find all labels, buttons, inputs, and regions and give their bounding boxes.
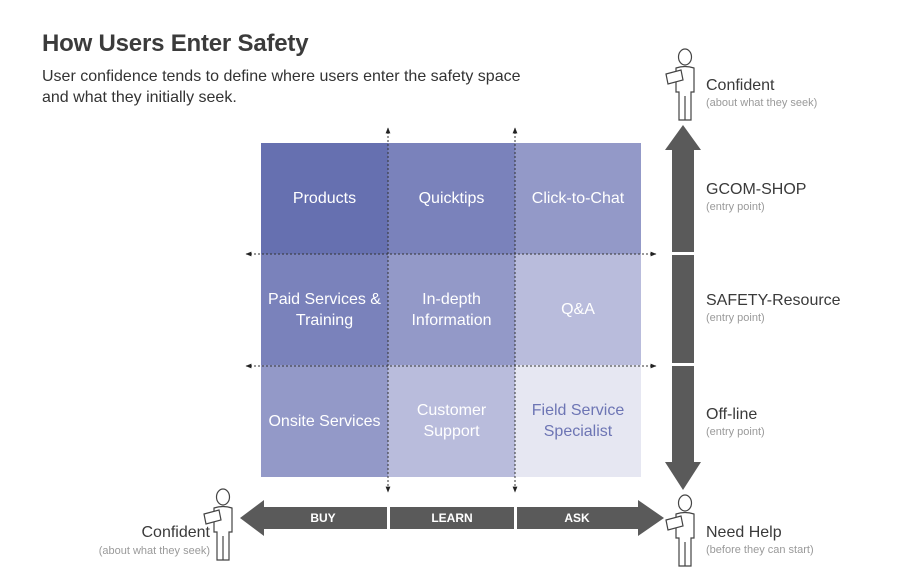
axis-segment-offline xyxy=(672,366,694,464)
axis-segment-ask xyxy=(517,507,639,529)
matrix-cell-label: In-depth Information xyxy=(411,290,492,329)
axis-label-ask: ASK xyxy=(564,511,590,525)
arrow-right-head xyxy=(638,500,664,536)
axis-label-learn: LEARN xyxy=(431,511,472,525)
entry-sublabel-gcom: (entry point) xyxy=(706,201,765,213)
axis-segment-learn xyxy=(390,507,514,529)
matrix-cell: In-depth Information xyxy=(388,254,515,365)
arrow-down-head xyxy=(665,462,701,490)
left-end-sublabel: (about what they seek) xyxy=(98,545,210,557)
matrix-cell: Click-to-Chat xyxy=(515,143,641,254)
entry-label-safety: SAFETY-Resource xyxy=(706,292,841,309)
matrix-cell-label: Onsite Services xyxy=(268,412,381,430)
matrix-cell: Q&A xyxy=(515,254,641,365)
matrix-cell-label: Field Service Specialist xyxy=(531,402,625,440)
page-subtitle: User confidence tends to define where us… xyxy=(42,68,521,106)
left-end-label: Confident xyxy=(141,524,211,541)
entry-sublabel-offline: (entry point) xyxy=(706,426,765,438)
user-with-laptop-icon xyxy=(665,48,695,121)
matrix-cell: Field Service Specialist xyxy=(515,365,641,477)
page-title: How Users Enter Safety xyxy=(42,30,309,57)
matrix-cell-label: Click-to-Chat xyxy=(531,190,625,207)
arrow-up-head xyxy=(665,125,701,150)
matrix-cell: Paid Services & Training xyxy=(261,254,388,365)
matrix-cell-label: Paid Services & Training xyxy=(268,290,381,329)
matrix-cell: Quicktips xyxy=(388,143,515,254)
right-end-sublabel: (before they can start) xyxy=(706,544,814,556)
matrix-cell-label: Customer Support xyxy=(416,402,487,440)
user-with-laptop-icon xyxy=(203,488,233,561)
matrix-cell: Products xyxy=(261,143,388,254)
axis-label-buy: BUY xyxy=(310,511,335,525)
right-end-label: Need Help xyxy=(706,524,782,541)
axis-segment-gcom xyxy=(672,149,694,252)
matrix-cell: Customer Support xyxy=(388,365,515,477)
top-end-sublabel: (about what they seek) xyxy=(706,97,818,109)
entry-label-gcom: GCOM-SHOP xyxy=(706,181,807,198)
matrix-cell-label: Q&A xyxy=(561,301,595,318)
matrix-cell-label: Quicktips xyxy=(418,190,485,207)
top-end-label: Confident xyxy=(706,77,775,94)
axis-segment-buy xyxy=(263,507,387,529)
entry-sublabel-safety: (entry point) xyxy=(706,312,765,324)
matrix-cell: Onsite Services xyxy=(261,365,388,477)
axis-segment-safety xyxy=(672,255,694,363)
user-with-laptop-icon xyxy=(665,494,695,567)
entry-label-offline: Off-line xyxy=(706,406,758,423)
matrix-cell-label: Products xyxy=(292,190,357,207)
entry-matrix: Products Quicktips Click-to-Chat Paid Se… xyxy=(261,143,641,477)
arrow-left-head xyxy=(240,500,264,536)
